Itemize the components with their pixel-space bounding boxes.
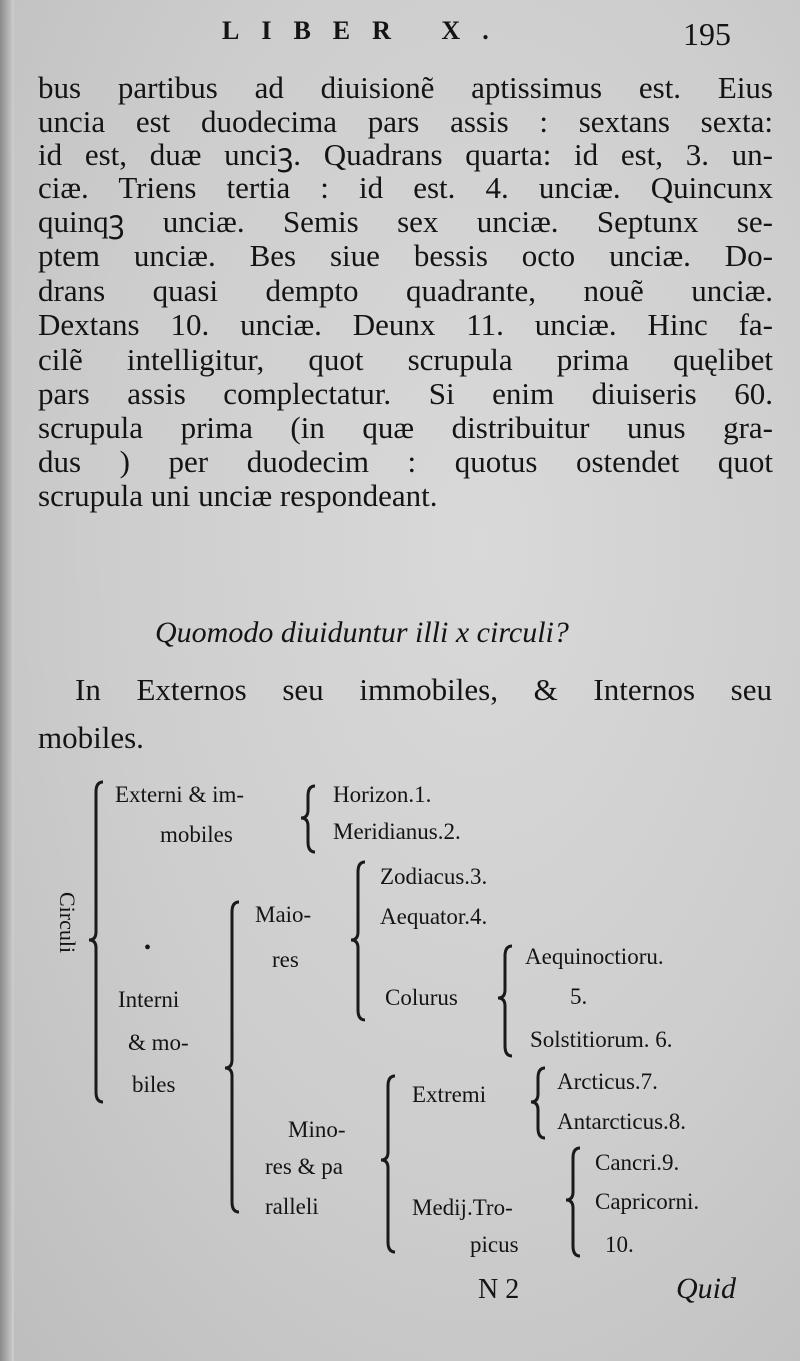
node-meridianus: Meridianus.2.	[333, 819, 461, 844]
node-minores: res & pa	[265, 1154, 343, 1179]
signature-mark: N 2	[478, 1274, 520, 1305]
running-title: LIBER X.	[222, 16, 511, 45]
brace	[350, 860, 366, 1022]
node-maiores: res	[272, 947, 299, 972]
node-externi: mobiles	[160, 822, 233, 847]
brace	[224, 900, 240, 1214]
section-question: Quomodo diuiduntur illi x circuli?	[155, 616, 569, 649]
node-interni: Interni	[118, 987, 180, 1012]
node-zodiacus: Zodiacus.3.	[380, 864, 488, 889]
brace	[380, 1074, 396, 1254]
text-line: cilẽ intelligitur, quot scrupula prima q…	[38, 342, 773, 377]
node-solstitiorum: Solstitiorum. 6.	[530, 1027, 673, 1052]
node-interni: biles	[132, 1072, 176, 1097]
text-line: scrupula prima (in quæ distribuitur unus…	[38, 410, 773, 445]
brace	[530, 1066, 546, 1140]
node-interni: & mo-	[128, 1030, 189, 1055]
dot-mark: •	[144, 937, 152, 959]
text-line: uncia est duodecima pars assis : sextans…	[38, 104, 773, 139]
node-externi: Externi & im-	[115, 782, 245, 807]
brace	[300, 784, 316, 854]
text-line: pars assis complectatur. Si enim diuiser…	[38, 376, 773, 411]
text-line: dus ) per duodecim : quotus ostendet quo…	[38, 444, 773, 479]
diagram-root-label: Circuli	[55, 892, 80, 954]
answer-line: In Externos seu immobiles, & Internos se…	[75, 672, 772, 707]
text-line: ciæ. Triens tertia : id est. 4. unciæ. Q…	[38, 170, 773, 205]
node-maiores: Maio-	[255, 902, 312, 927]
node-cancri: Cancri.9.	[595, 1150, 680, 1175]
catchword: Quid	[676, 1272, 736, 1305]
node-minores: Mino-	[288, 1117, 346, 1142]
node-ten: 10.	[605, 1232, 634, 1257]
node-extremi: Extremi	[412, 1082, 487, 1107]
node-aequinoctiorum-number: 5.	[570, 984, 588, 1009]
answer-line: mobiles.	[38, 720, 144, 755]
text-line: bus partibus ad diuisionẽ aptissimus est…	[38, 70, 773, 105]
text-line: scrupula uni unciæ respondeant.	[38, 478, 438, 513]
page-number: 195	[683, 16, 731, 52]
brace	[497, 944, 513, 1058]
brace	[565, 1146, 581, 1258]
node-medij: Medij.Tro-	[412, 1195, 513, 1220]
node-medij: picus	[470, 1232, 519, 1257]
text-line: quinqꝫ unciæ. Semis sex unciæ. Septunx s…	[38, 204, 773, 239]
node-aequinoctiorum: Aequinoctioru.	[525, 944, 664, 969]
page-edge-shadow	[0, 0, 14, 1361]
text-line: Dextans 10. unciæ. Deunx 11. unciæ. Hinc…	[38, 307, 773, 342]
text-line: drans quasi dempto quadrante, nouẽ unciæ…	[38, 273, 773, 308]
node-aequator: Aequator.4.	[380, 904, 488, 929]
node-capricorni: Capricorni.	[595, 1189, 700, 1214]
node-colurus: Colurus	[385, 985, 458, 1010]
brace	[88, 780, 104, 1104]
node-minores: ralleli	[265, 1194, 319, 1219]
node-antarcticus: Antarcticus.8.	[557, 1109, 687, 1134]
node-horizon: Horizon.1.	[333, 782, 432, 807]
text-line: id est, duæ unciꝫ. Quadrans quarta: id e…	[38, 137, 773, 172]
text-line: ptem unciæ. Bes siue bessis octo unciæ. …	[38, 238, 773, 273]
node-arcticus: Arcticus.7.	[557, 1069, 658, 1094]
